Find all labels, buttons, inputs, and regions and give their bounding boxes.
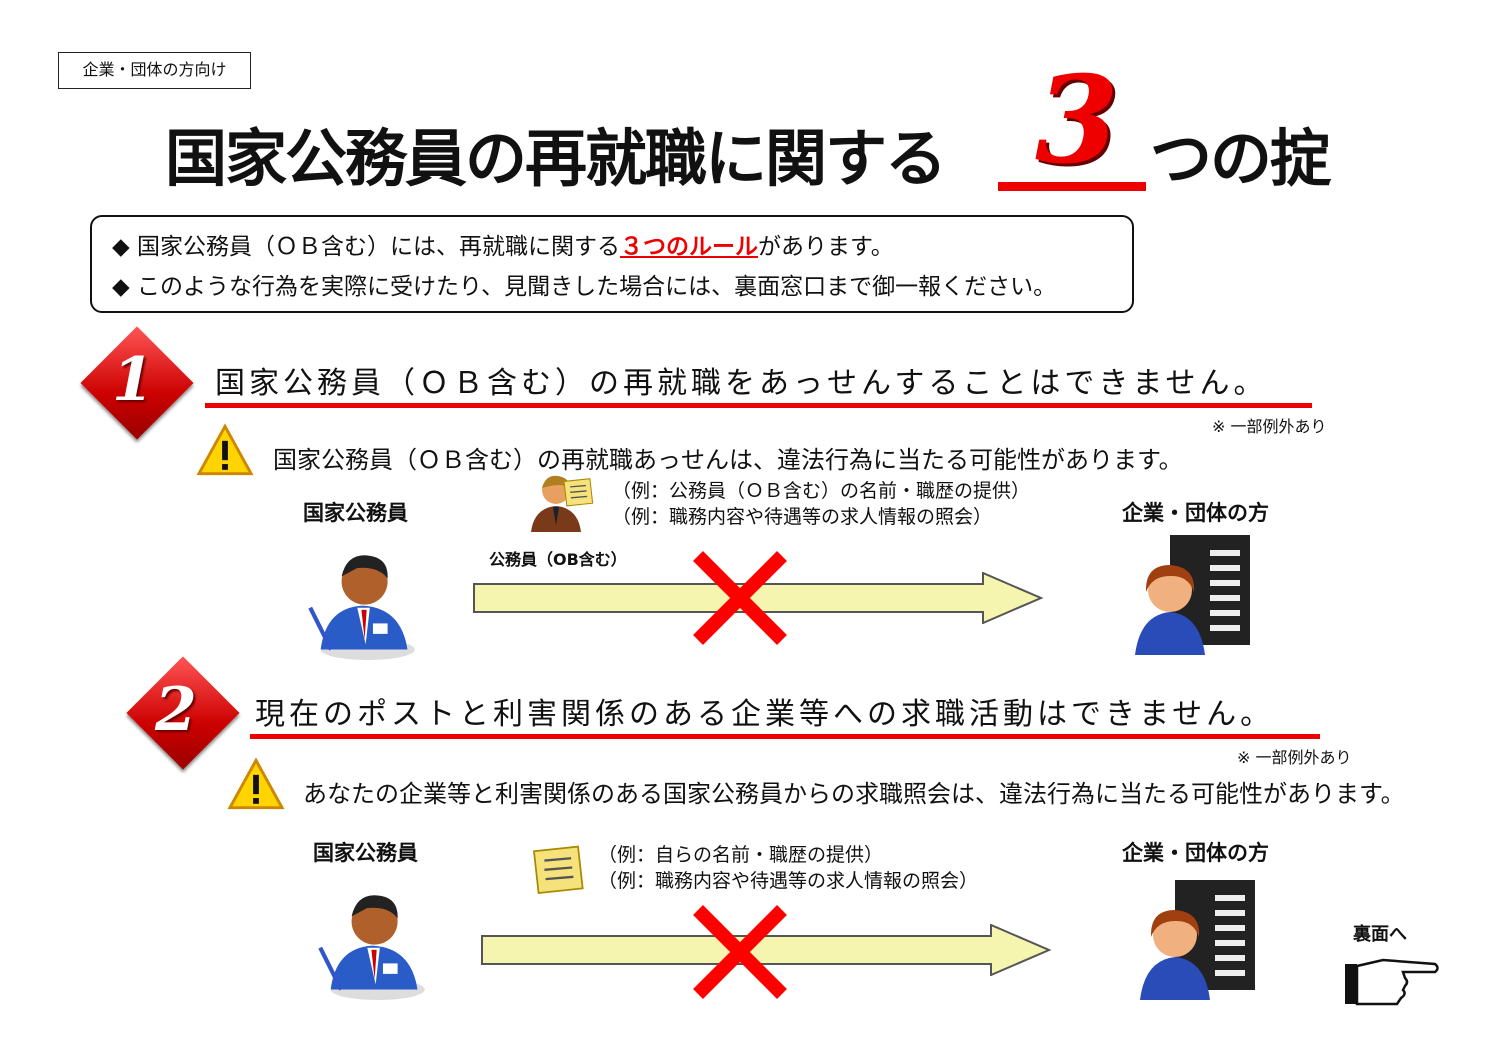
- rule-1-heading: 国家公務員（ＯＢ含む）の再就職をあっせんすることはできません。: [215, 366, 1268, 401]
- prohibited-x-icon: [690, 900, 790, 1004]
- company-label: 企業・団体の方: [1122, 501, 1269, 525]
- rule-2-underline: [250, 734, 1320, 739]
- rule-1-underline: [205, 403, 1312, 408]
- rule-1-example-2: （例：職務内容や待遇等の求人情報の照会）: [612, 506, 993, 528]
- pointing-hand-icon: [1345, 958, 1439, 1006]
- rule-1-note: ※ 一部例外あり: [1212, 417, 1327, 436]
- ob-broker-icon: [531, 475, 594, 532]
- rule-1-warning: 国家公務員（ＯＢ含む）の再就職あっせんは、違法行為に当たる可能性があります。: [273, 446, 1183, 474]
- diamond-bullet-icon: ◆: [112, 274, 130, 300]
- civil-servant-label: 国家公務員: [313, 841, 418, 865]
- info-box: ◆ 国家公務員（ＯＢ含む）には、再就職に関する３つのルールがあります。 ◆ この…: [90, 215, 1134, 313]
- page-title-suffix: つの掟: [1150, 122, 1332, 195]
- company-person-icon: [1135, 870, 1265, 1010]
- info-text: 国家公務員（ＯＢ含む）には、再就職に関する: [137, 234, 621, 260]
- page-title: 国家公務員の再就職に関する: [165, 122, 947, 195]
- civil-servant-icon: [305, 545, 420, 660]
- audience-tag: 企業・団体の方向け: [58, 52, 251, 89]
- document-icon: [527, 842, 585, 900]
- info-text: があります。: [758, 234, 894, 260]
- three-rules-highlight: ３つのルール: [620, 234, 759, 260]
- info-line-1: ◆ 国家公務員（ＯＢ含む）には、再就職に関する３つのルールがあります。: [112, 227, 1132, 267]
- rule-2-example-2: （例：職務内容や待遇等の求人情報の照会）: [598, 870, 979, 892]
- title-number: 3: [1035, 50, 1119, 191]
- warning-icon: [227, 757, 285, 812]
- prohibited-x-icon: [690, 547, 790, 649]
- rule-2-note: ※ 一部例外あり: [1237, 748, 1352, 767]
- ob-label: 公務員（OB含む）: [489, 550, 627, 569]
- rule-2-heading: 現在のポストと利害関係のある企業等への求職活動はできません。: [255, 697, 1275, 732]
- title-underline: [998, 182, 1146, 191]
- company-person-icon: [1130, 530, 1260, 660]
- info-text: このような行為を実際に受けたり、見聞きした場合には、裏面窓口まで御一報ください。: [137, 274, 1057, 300]
- civil-servant-label: 国家公務員: [303, 501, 408, 525]
- rule-1-example-1: （例：公務員（ＯＢ含む）の名前・職歴の提供）: [612, 480, 1031, 502]
- company-label: 企業・団体の方: [1122, 841, 1269, 865]
- rule-2-number: 2: [155, 675, 197, 745]
- diamond-bullet-icon: ◆: [112, 234, 130, 260]
- civil-servant-icon: [315, 885, 430, 1000]
- rule-2-example-1: （例：自らの名前・職歴の提供）: [598, 844, 884, 866]
- rule-2-warning: あなたの企業等と利害関係のある国家公務員からの求職照会は、違法行為に当たる可能性…: [303, 780, 1405, 808]
- warning-icon: [196, 423, 254, 478]
- rule-1-number: 1: [112, 345, 154, 415]
- info-line-2: ◆ このような行為を実際に受けたり、見聞きした場合には、裏面窓口まで御一報くださ…: [112, 267, 1132, 307]
- back-page-label: 裏面へ: [1353, 924, 1407, 945]
